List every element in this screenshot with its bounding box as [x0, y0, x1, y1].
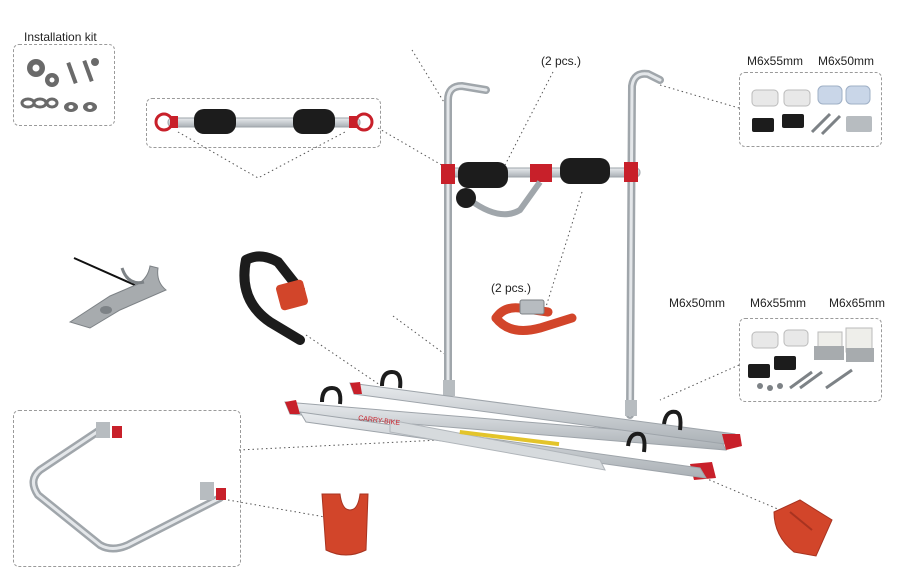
bolt-size-m6x55-top: M6x55mm [747, 54, 804, 68]
washer-icon [64, 102, 97, 112]
leader-lines [177, 49, 781, 518]
gear-icon [27, 59, 59, 87]
two-pcs-top-label: (2 pcs.) [541, 54, 582, 68]
red-cradle-part [321, 493, 369, 556]
wheel-strap-part [239, 251, 308, 345]
chain-icon [20, 97, 59, 109]
fixing-kit-top-box [739, 72, 882, 147]
installation-kit-title: Installation kit [24, 30, 97, 44]
crossbar-part [154, 109, 374, 134]
bolt-size-m6x50-mid: M6x50mm [669, 296, 726, 310]
frame-clamp-part [68, 257, 167, 329]
fixing-kit-mid-parts [748, 327, 874, 391]
screw-icon [66, 58, 99, 85]
bolt-size-m6x55-mid: M6x55mm [750, 296, 807, 310]
red-end-cap-part [773, 499, 833, 557]
two-pcs-mid-label: (2 pcs.) [491, 281, 532, 295]
fixing-kit-mid-box [739, 318, 882, 402]
bolt-size-m6x65-mid: M6x65mm [829, 296, 886, 310]
frame-bracket-box [13, 410, 241, 567]
bolt-size-m6x50-top: M6x50mm [818, 54, 875, 68]
installation-kit-box [13, 44, 115, 126]
rack-frame [441, 69, 664, 419]
crossbar-box [146, 98, 381, 148]
frame-bracket-part [29, 422, 226, 553]
rails: CARRY-BIKE [284, 369, 742, 480]
red-strap-part [491, 299, 577, 335]
fixing-kit-top-parts [751, 85, 872, 136]
